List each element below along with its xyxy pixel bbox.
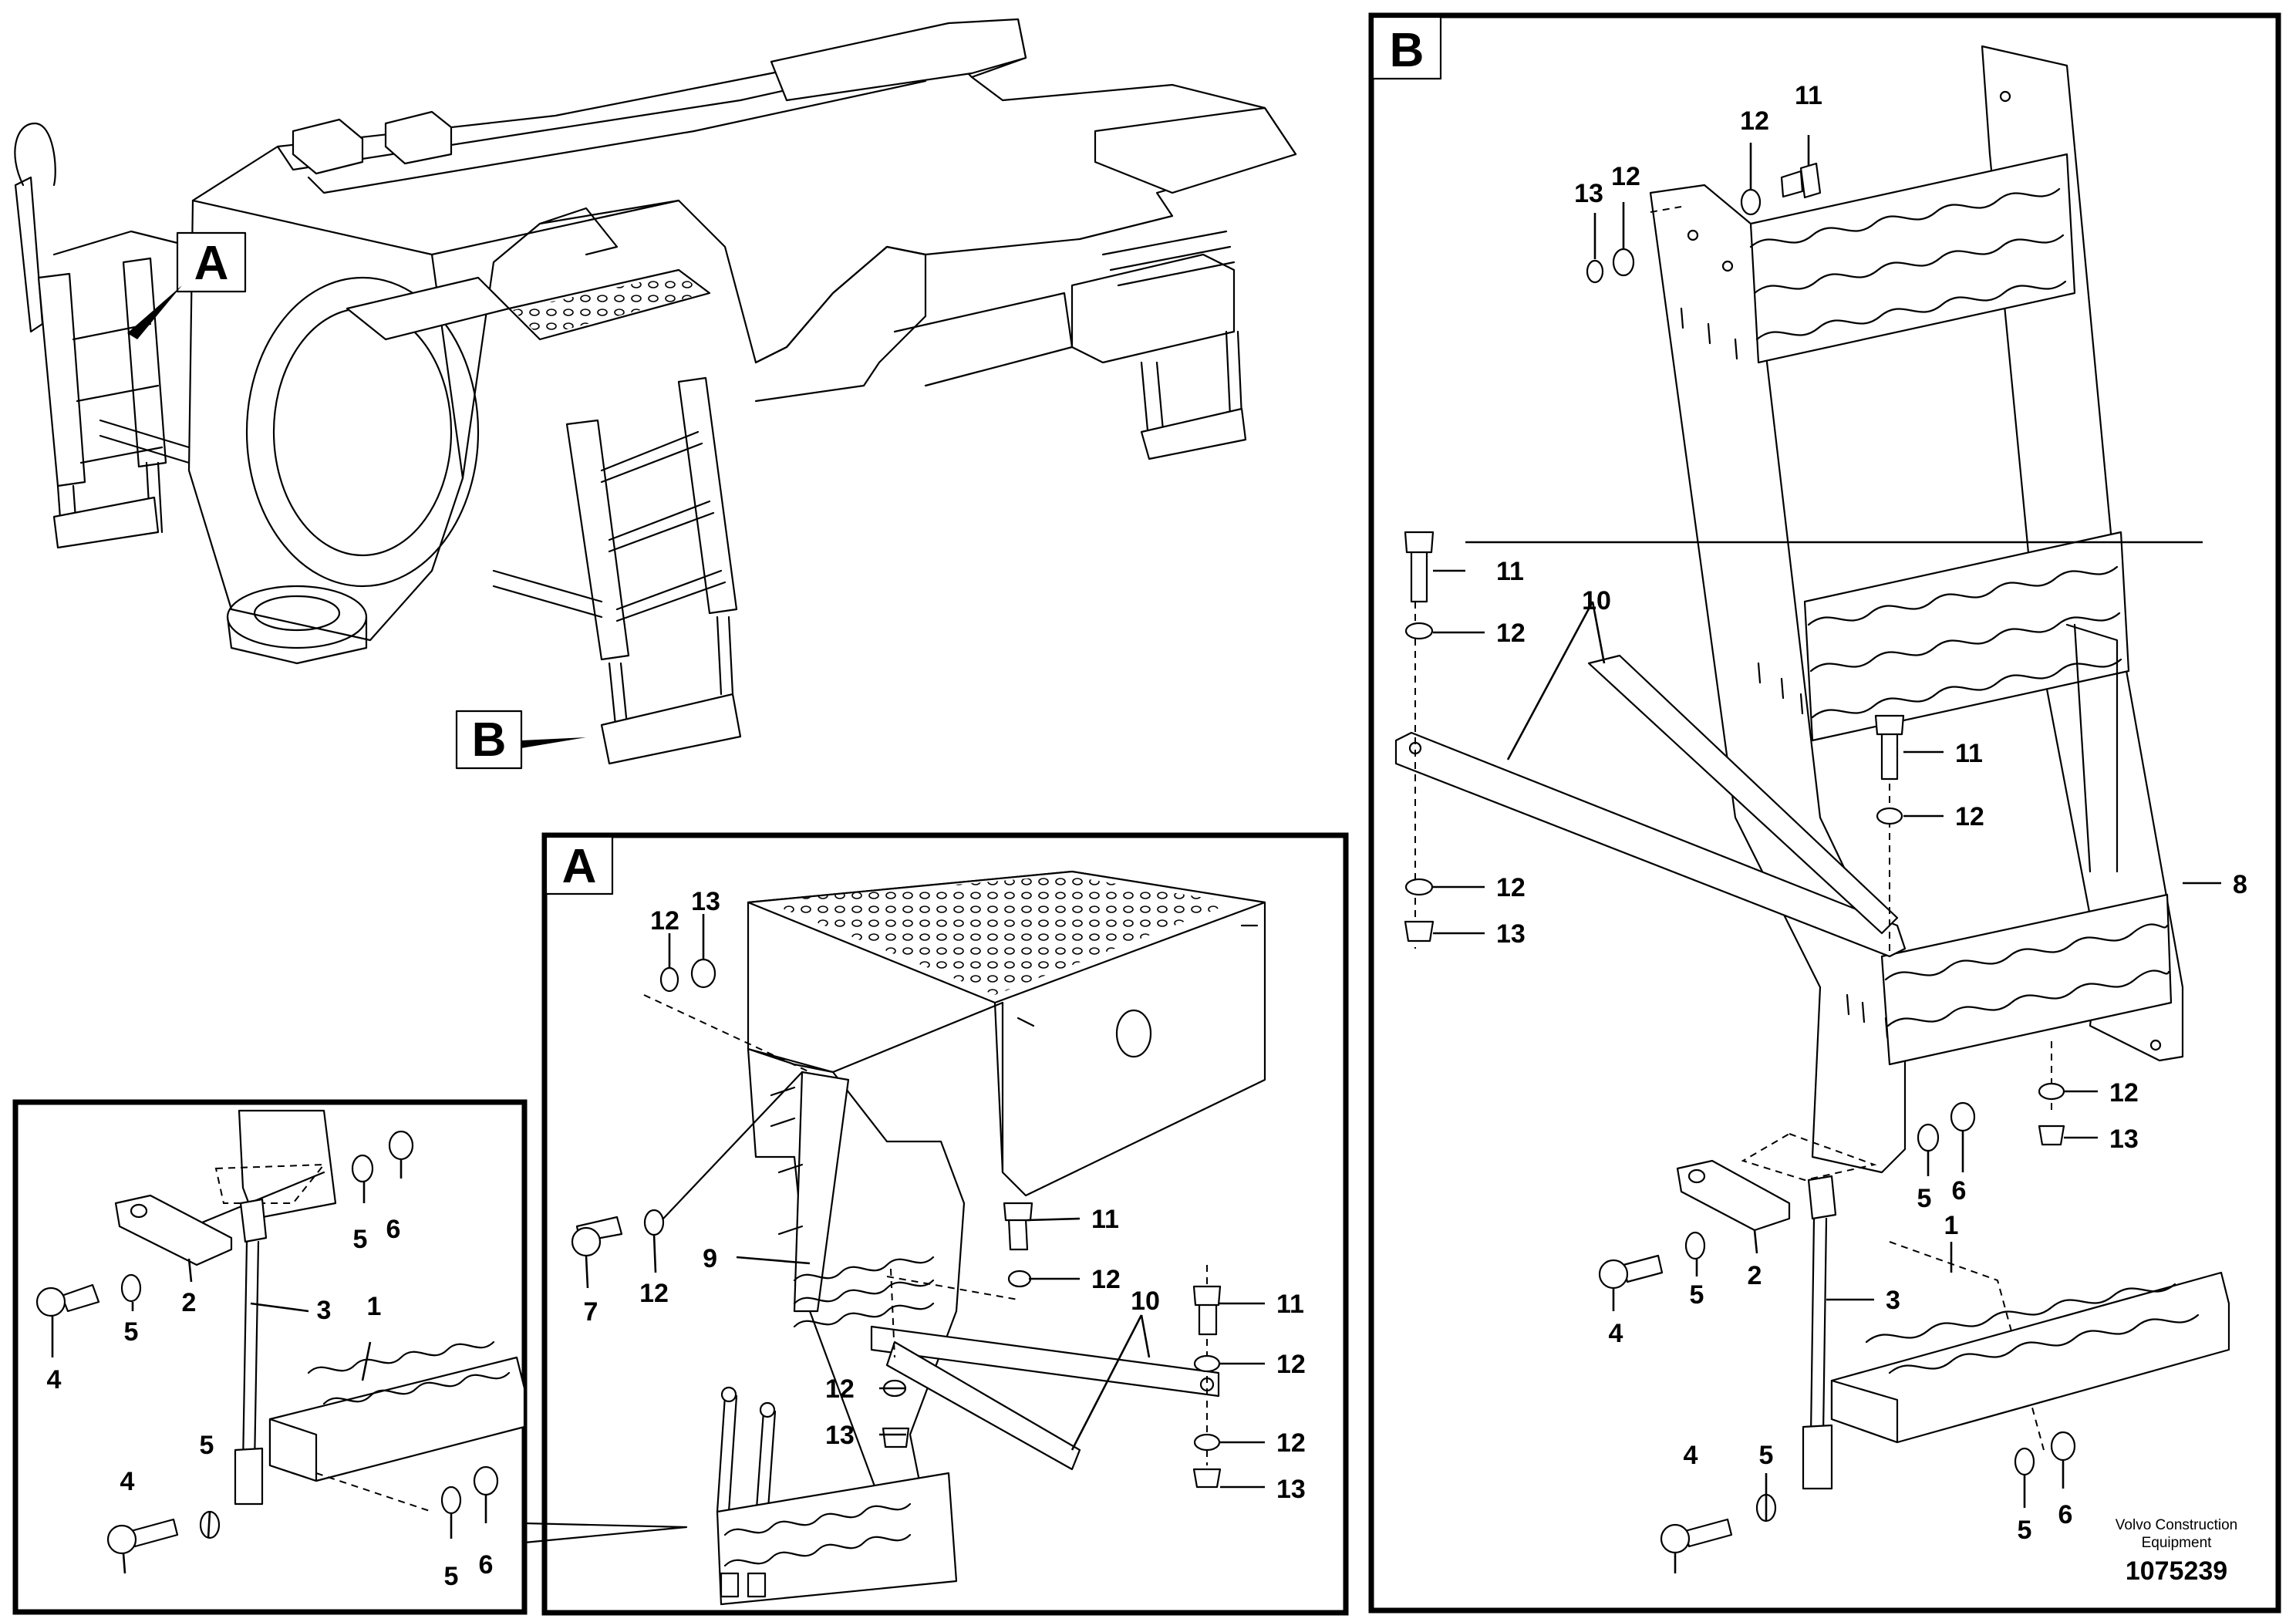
detail-a-callout-10: 10 [1131,1286,1160,1316]
sub-callout-4-top: 4 [47,1365,62,1394]
detail-b-callout-10: 10 [1582,586,1611,615]
detail-b-callout-2: 2 [1748,1261,1762,1290]
detail-b-callout-12-top2: 12 [1611,162,1640,191]
fastener-bolt-11-a1 [1003,1202,1033,1251]
detail-b-callout-6-top: 6 [1952,1176,1967,1206]
machine-frame-overview [14,18,1297,765]
sub-callout-6-bottom: 6 [479,1550,494,1580]
sub-callout-6-top: 6 [386,1215,401,1244]
detail-b-callout-12-mid: 12 [1955,802,1984,831]
detail-b-callout-6-bottom: 6 [2058,1500,2073,1529]
detail-a-frame [541,832,1349,1616]
view-a-arrow [127,285,182,339]
fastener-bolt-7 [571,1216,623,1257]
detail-b-callout-13-top: 13 [1574,179,1603,208]
sub-detail-panel [12,1099,688,1615]
detail-a-callout-13-left: 13 [825,1421,855,1450]
detail-b-callout-5-mid: 5 [1690,1280,1704,1310]
detail-b-callout-5-top: 5 [1917,1184,1932,1213]
detail-a-panel: A [541,832,1349,1616]
detail-b-callout-1: 1 [1944,1211,1959,1240]
view-b-arrow [521,737,586,748]
sub-callout-2: 2 [182,1288,197,1317]
detail-a-callout-11-mid: 11 [1091,1205,1119,1234]
detail-a-callout-13-right: 13 [1276,1475,1306,1504]
detail-a-callout-9: 9 [703,1244,717,1273]
view-a-marker[interactable]: A [127,231,247,339]
sub-detail-frame [12,1099,528,1615]
detail-b-callout-5-bottom: 5 [2018,1516,2032,1545]
document-number: 1075239 [2126,1556,2227,1586]
detail-b-callout-11-mid: 11 [1955,739,1983,768]
detail-a-callout-12-top: 12 [650,906,679,936]
sub-callout-4-bottom: 4 [120,1467,135,1496]
detail-b-callout-11-top: 11 [1795,81,1822,110]
detail-b-title: B [1390,24,1424,77]
detail-b-callout-4-top: 4 [1609,1319,1623,1348]
credit-line-1: Volvo Construction [2116,1517,2237,1533]
detail-b-callout-3: 3 [1886,1286,1900,1315]
detail-b-callout-11-left: 11 [1496,557,1524,586]
detail-b-callout-12-left2: 12 [1496,873,1526,902]
sub-detail-zoom-wedge [523,1522,688,1544]
detail-b-callout-8: 8 [2233,870,2247,899]
sub-callout-1: 1 [367,1292,382,1321]
detail-a-callout-12-bolt: 12 [639,1279,669,1308]
detail-a-callout-12-right2: 12 [1276,1428,1306,1458]
detail-a-callout-12-left: 12 [825,1374,855,1404]
detail-b-callout-13-left: 13 [1496,919,1526,949]
detail-b-callout-12-left: 12 [1496,619,1526,648]
sub-callout-5-top: 5 [353,1225,368,1254]
view-b-marker-label: B [472,713,507,767]
sub-callout-5-mid: 5 [124,1317,139,1347]
detail-b-callout-4-bottom: 4 [1684,1441,1698,1470]
credit-line-2: Equipment [2142,1535,2213,1551]
sub-callout-5-bottom: 5 [444,1562,459,1591]
detail-a-callout-13-top: 13 [691,887,720,916]
fastener-bolt-11-a2 [1192,1285,1222,1336]
sub-callout-3: 3 [317,1296,332,1325]
detail-b-callout-5-low: 5 [1759,1441,1774,1470]
detail-b-panel: B [1368,12,2281,1614]
detail-b-frame [1368,12,2281,1614]
view-b-marker[interactable]: B [455,710,586,770]
detail-a-title: A [562,840,597,893]
detail-b-callout-12-right: 12 [2109,1078,2139,1108]
detail-a-callout-12-mid: 12 [1091,1265,1121,1294]
detail-a-callout-12-right1: 12 [1276,1350,1306,1379]
detail-b-callout-12-top: 12 [1740,106,1769,136]
view-a-marker-label: A [194,237,229,290]
sub-callout-5-low: 5 [200,1431,214,1460]
detail-a-callout-11-right: 11 [1276,1290,1304,1319]
detail-a-callout-7: 7 [584,1297,598,1327]
detail-b-callout-13-right: 13 [2109,1125,2139,1154]
